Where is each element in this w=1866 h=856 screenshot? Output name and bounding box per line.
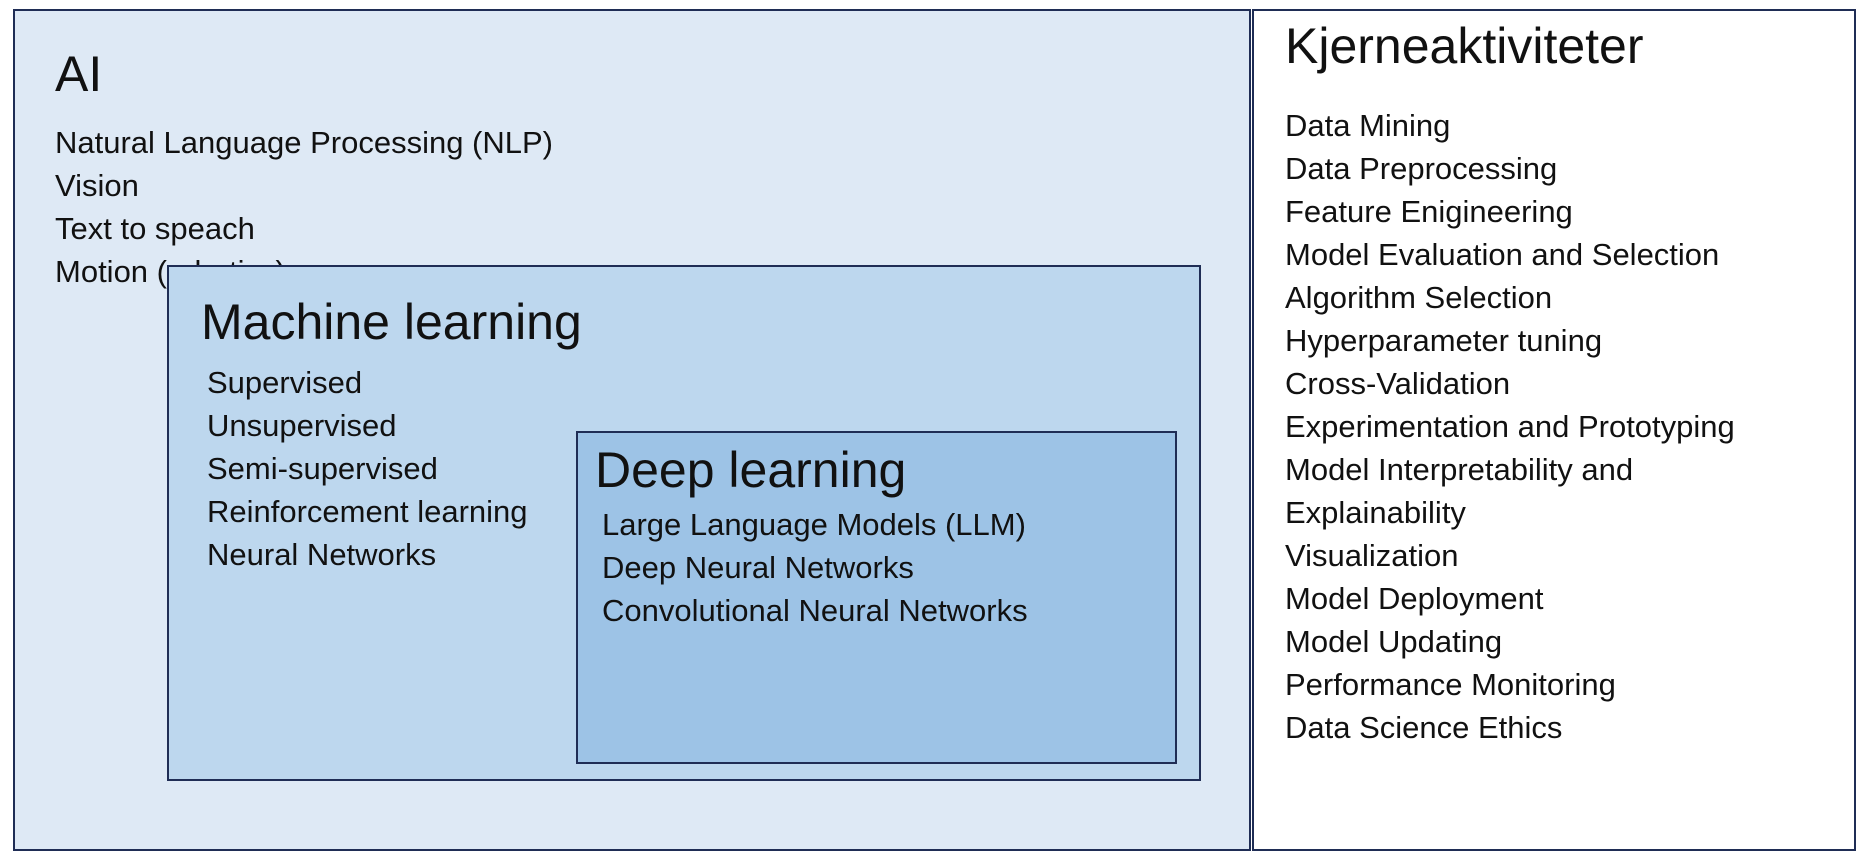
ai-item: Text to speach xyxy=(55,211,255,246)
core-item: Experimentation and Prototyping xyxy=(1285,409,1735,444)
core-item: Visualization xyxy=(1285,538,1459,573)
ml-item: Unsupervised xyxy=(207,408,397,443)
core-item: Algorithm Selection xyxy=(1285,280,1553,315)
ai-items: Natural Language Processing (NLP) Vision… xyxy=(55,121,553,293)
ai-title: AI xyxy=(55,46,103,102)
machine-learning-title: Machine learning xyxy=(201,294,582,350)
ml-item: Semi-supervised xyxy=(207,451,438,486)
ml-item: Reinforcement learning xyxy=(207,494,528,529)
core-activities-box: Kjerneaktiviteter Data Mining Data Prepr… xyxy=(1252,9,1856,851)
ai-item: Natural Language Processing (NLP) xyxy=(55,125,553,160)
deep-learning-items: Large Language Models (LLM) Deep Neural … xyxy=(602,503,1028,632)
core-item: Model Updating xyxy=(1285,624,1503,659)
core-item: Data Preprocessing xyxy=(1285,151,1558,186)
machine-learning-items: Supervised Unsupervised Semi-supervised … xyxy=(207,361,528,576)
core-item: Cross-Validation xyxy=(1285,366,1511,401)
ml-item: Neural Networks xyxy=(207,537,437,572)
deep-learning-box: Deep learning Large Language Models (LLM… xyxy=(576,431,1177,764)
core-item: Model Deployment xyxy=(1285,581,1544,616)
core-activities-title: Kjerneaktiviteter xyxy=(1285,18,1644,74)
ai-item: Vision xyxy=(55,168,139,203)
core-item: Performance Monitoring xyxy=(1285,667,1616,702)
core-item: Data Science Ethics xyxy=(1285,710,1563,745)
core-item: Feature Enigineering xyxy=(1285,194,1573,229)
core-activities-items: Data Mining Data Preprocessing Feature E… xyxy=(1285,104,1735,749)
deep-learning-title: Deep learning xyxy=(595,442,907,498)
machine-learning-box: Machine learning Supervised Unsupervised… xyxy=(167,265,1201,781)
ai-box: AI Natural Language Processing (NLP) Vis… xyxy=(13,9,1251,851)
dl-item: Convolutional Neural Networks xyxy=(602,593,1028,628)
dl-item: Large Language Models (LLM) xyxy=(602,507,1026,542)
core-item: Model Evaluation and Selection xyxy=(1285,237,1720,272)
core-item: Hyperparameter tuning xyxy=(1285,323,1603,358)
dl-item: Deep Neural Networks xyxy=(602,550,914,585)
core-item: Explainability xyxy=(1285,495,1466,530)
core-item: Data Mining xyxy=(1285,108,1451,143)
core-item: Model Interpretability and xyxy=(1285,452,1634,487)
ml-item: Supervised xyxy=(207,365,363,400)
